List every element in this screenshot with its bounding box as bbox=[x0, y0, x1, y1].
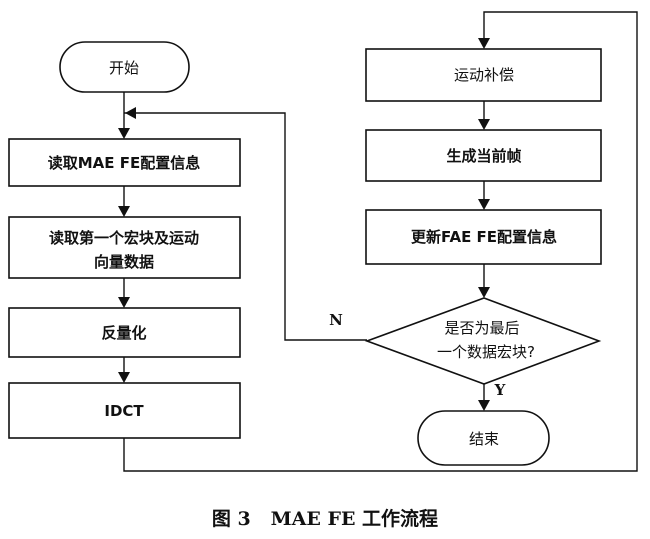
arrowhead bbox=[118, 297, 130, 308]
figure-caption: 图 3 MAE FE 工作流程 bbox=[212, 507, 438, 530]
arrowhead bbox=[478, 119, 490, 130]
decision-last-macroblock: 是否为最后 一个数据宏块? bbox=[364, 297, 602, 385]
process-read-config-shape bbox=[8, 138, 241, 187]
arrowhead bbox=[478, 38, 490, 49]
terminal-start-label: 开始 bbox=[109, 59, 139, 77]
process-dequantize: 反量化 bbox=[8, 307, 241, 358]
process-motion-compensation-label: 运动补偿 bbox=[454, 66, 514, 84]
process-update-config-shape bbox=[365, 209, 602, 265]
process-generate-frame: 生成当前帧 bbox=[365, 129, 602, 182]
terminal-end-shape bbox=[417, 410, 550, 466]
process-update-config-label: 更新FAE FE配置信息 bbox=[411, 228, 557, 246]
decision-last-macroblock-line1: 是否为最后 bbox=[444, 319, 519, 337]
connector-decision-no-loop bbox=[124, 112, 367, 341]
connectors bbox=[118, 11, 638, 472]
process-generate-frame-shape bbox=[365, 129, 602, 182]
connector-idct-to-motion-comp bbox=[123, 11, 638, 472]
terminal-start-shape bbox=[59, 41, 190, 93]
process-motion-compensation-shape bbox=[365, 48, 602, 102]
process-read-macroblock: 读取第一个宏块及运动 向量数据 bbox=[8, 216, 241, 279]
terminal-start: 开始 bbox=[59, 41, 190, 93]
process-dequantize-shape bbox=[8, 307, 241, 358]
arrowhead bbox=[125, 107, 136, 119]
process-update-config: 更新FAE FE配置信息 bbox=[365, 209, 602, 265]
decision-last-macroblock-line2: 一个数据宏块? bbox=[437, 343, 535, 361]
process-read-macroblock-shape bbox=[8, 216, 241, 279]
process-dequantize-label: 反量化 bbox=[101, 324, 146, 342]
process-read-macroblock-line2: 向量数据 bbox=[94, 253, 154, 271]
arrowhead bbox=[118, 206, 130, 217]
terminal-end: 结束 bbox=[417, 410, 550, 466]
arrowhead bbox=[118, 372, 130, 383]
edge-label-no: N bbox=[329, 311, 343, 329]
arrowhead bbox=[478, 199, 490, 210]
process-read-macroblock-line1: 读取第一个宏块及运动 bbox=[49, 229, 199, 247]
process-read-config: 读取MAE FE配置信息 bbox=[8, 138, 241, 187]
terminal-end-label: 结束 bbox=[469, 430, 499, 448]
process-idct: IDCT bbox=[8, 382, 241, 439]
decision-last-macroblock-shape bbox=[364, 297, 602, 385]
edge-label-yes: Y bbox=[494, 381, 506, 399]
process-read-config-label: 读取MAE FE配置信息 bbox=[48, 154, 201, 172]
arrowhead bbox=[478, 400, 490, 411]
process-idct-label: IDCT bbox=[104, 402, 144, 420]
arrowhead bbox=[118, 128, 130, 139]
arrowhead bbox=[478, 287, 490, 298]
process-idct-shape bbox=[8, 382, 241, 439]
process-generate-frame-label: 生成当前帧 bbox=[446, 147, 521, 165]
process-motion-compensation: 运动补偿 bbox=[365, 48, 602, 102]
